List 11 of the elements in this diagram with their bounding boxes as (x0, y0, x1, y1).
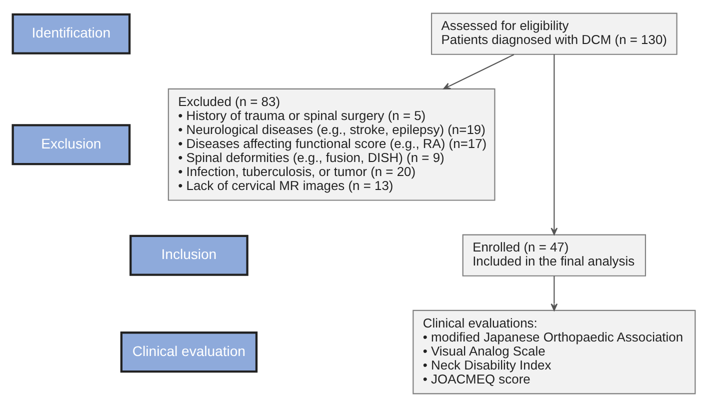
arrow (550, 276, 558, 310)
node-box: Clinical evaluation (120, 331, 258, 372)
node-box: Assessed for eligibility Patients diagnosed with DCM (n = 130) (430, 12, 678, 54)
arrow (550, 54, 558, 235)
node-box: Enrolled (n = 47) Included in the final analysis (462, 234, 646, 276)
arrow (443, 54, 514, 89)
node-box: Identification (12, 12, 131, 54)
node-box: Clinical evaluations: • modified Japanese Orthopaedic Association • Visual Analog Scale • Neck Disability Index • JOACMEQ score (412, 309, 696, 394)
node-box: Exclusion (12, 124, 131, 165)
node-box: Excluded (n = 83) • History of trauma or spinal surgery (n = 5) • Neurological diseases (e.g., stroke, epilepsy) (n=19) • Diseases affecting functional score (e.g., RA) (n=17) • Spinal deformities (e.g., fusion, DISH) (n = 9) • Infection, tuberculosis, or tumor (n = 20) • Lack of cervical MR images (n = 13) (168, 88, 496, 200)
node-box: Inclusion (130, 234, 248, 276)
